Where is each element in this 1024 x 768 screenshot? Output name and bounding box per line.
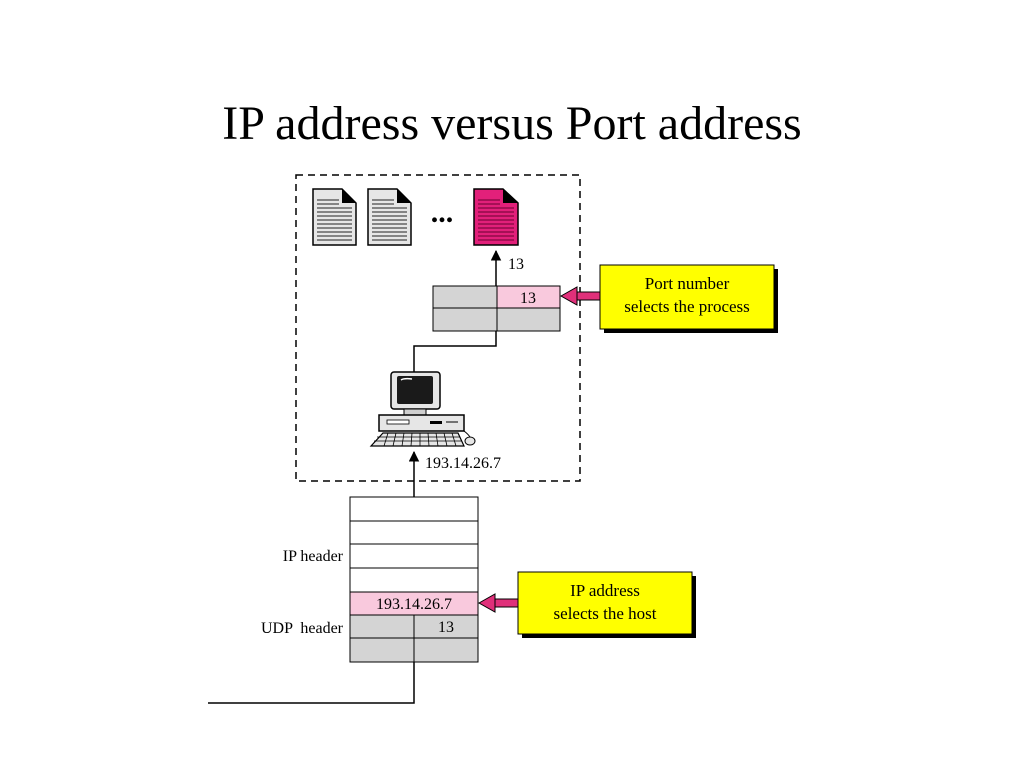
ip-callout-line1: IP address <box>570 581 640 600</box>
document-icon <box>312 188 357 246</box>
process-port-label: 13 <box>508 256 524 273</box>
ip-datagram <box>349 496 479 663</box>
document-icon <box>367 188 412 246</box>
udp-segment <box>432 285 561 332</box>
ip-callout <box>517 571 696 638</box>
port-callout-line1: Port number <box>645 274 730 293</box>
host-boundary <box>295 174 581 482</box>
connector-computer-to-segment <box>413 331 497 372</box>
ellipsis: ... <box>431 196 454 229</box>
port-callout-line2: selects the process <box>624 297 750 316</box>
ip-pointer-arrow <box>477 593 519 613</box>
selected-document-icon <box>473 188 519 246</box>
port-pointer-arrow <box>559 286 601 306</box>
network-line <box>208 662 415 704</box>
ip-callout-line2: selects the host <box>554 604 657 623</box>
udp-header-label: UDP header <box>261 620 344 637</box>
udp-port-field-value: 13 <box>438 619 454 636</box>
ip-field-value: 193.14.26.7 <box>376 596 452 613</box>
host-ip-label: 193.14.26.7 <box>425 455 501 472</box>
port-callout <box>599 264 778 333</box>
udp-segment-port: 13 <box>520 290 536 307</box>
ip-header-label: IP header <box>283 548 344 565</box>
computer-icon <box>369 371 476 447</box>
slide-title: IP address versus Port address <box>222 97 802 150</box>
